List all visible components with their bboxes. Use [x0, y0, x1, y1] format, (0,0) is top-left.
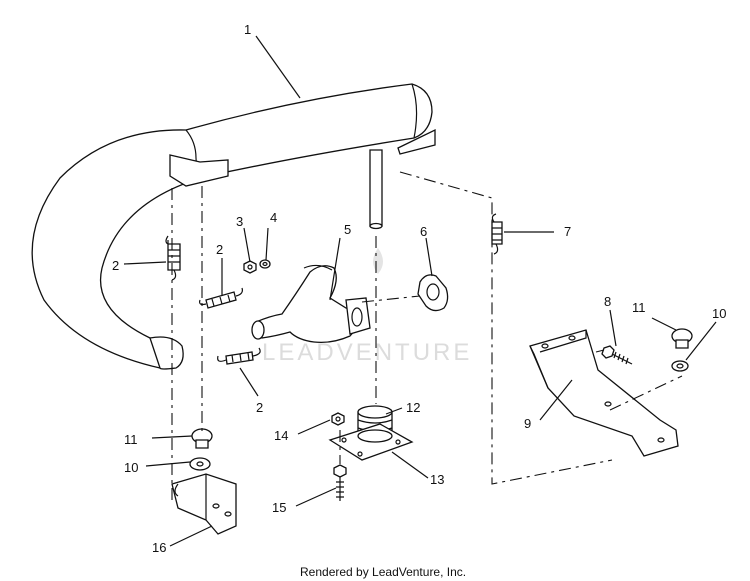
- bolt-part: [333, 464, 347, 501]
- spring-part: [491, 213, 503, 255]
- washer-part: [671, 360, 689, 372]
- muffler-part: [31, 83, 436, 370]
- grommet-part: [671, 328, 693, 349]
- spring-part: [165, 235, 261, 365]
- callout-1: 1: [244, 22, 251, 37]
- callout-13: 13: [430, 472, 444, 487]
- grommet-part: [191, 428, 213, 449]
- bolt-part: [601, 345, 633, 365]
- washer-part: [259, 259, 271, 269]
- alignment-lines: [171, 171, 683, 500]
- callout-9: 9: [524, 416, 531, 431]
- callout-16: 16: [152, 540, 166, 555]
- callout-10: 10: [712, 306, 726, 321]
- callout-11: 11: [632, 300, 646, 315]
- footer-credit: Rendered by LeadVenture, Inc.: [300, 565, 466, 579]
- mount-plate-part: [328, 423, 414, 461]
- nut-part: [243, 260, 257, 274]
- callout-6: 6: [420, 224, 427, 239]
- callout-5: 5: [344, 222, 351, 237]
- callout-11: 11: [124, 432, 138, 447]
- leader-lines: [123, 35, 717, 547]
- svg-text:LEADVENTURE: LEADVENTURE: [262, 339, 472, 366]
- callout-15: 15: [272, 500, 286, 515]
- nut-part: [331, 412, 345, 426]
- callout-10: 10: [124, 460, 138, 475]
- leadventure-watermark: LEADVENTURE: [262, 248, 472, 366]
- bracket-part: [529, 329, 679, 457]
- callout-3: 3: [236, 214, 243, 229]
- callout-12: 12: [406, 400, 420, 415]
- callout-7: 7: [564, 224, 571, 239]
- callout-numbers: 1 2 2 2 3 4 5 6 7 8 9 10 10 11 11 12 13 …: [112, 22, 726, 555]
- callout-14: 14: [274, 428, 288, 443]
- washer-part: [189, 457, 211, 471]
- exhaust-pipe-part: [251, 264, 371, 344]
- callout-2: 2: [256, 400, 263, 415]
- gasket-part: [417, 274, 449, 312]
- bracket-part: [171, 473, 237, 535]
- callout-2: 2: [112, 258, 119, 273]
- callout-2: 2: [216, 242, 223, 257]
- callout-4: 4: [270, 210, 277, 225]
- callout-8: 8: [604, 294, 611, 309]
